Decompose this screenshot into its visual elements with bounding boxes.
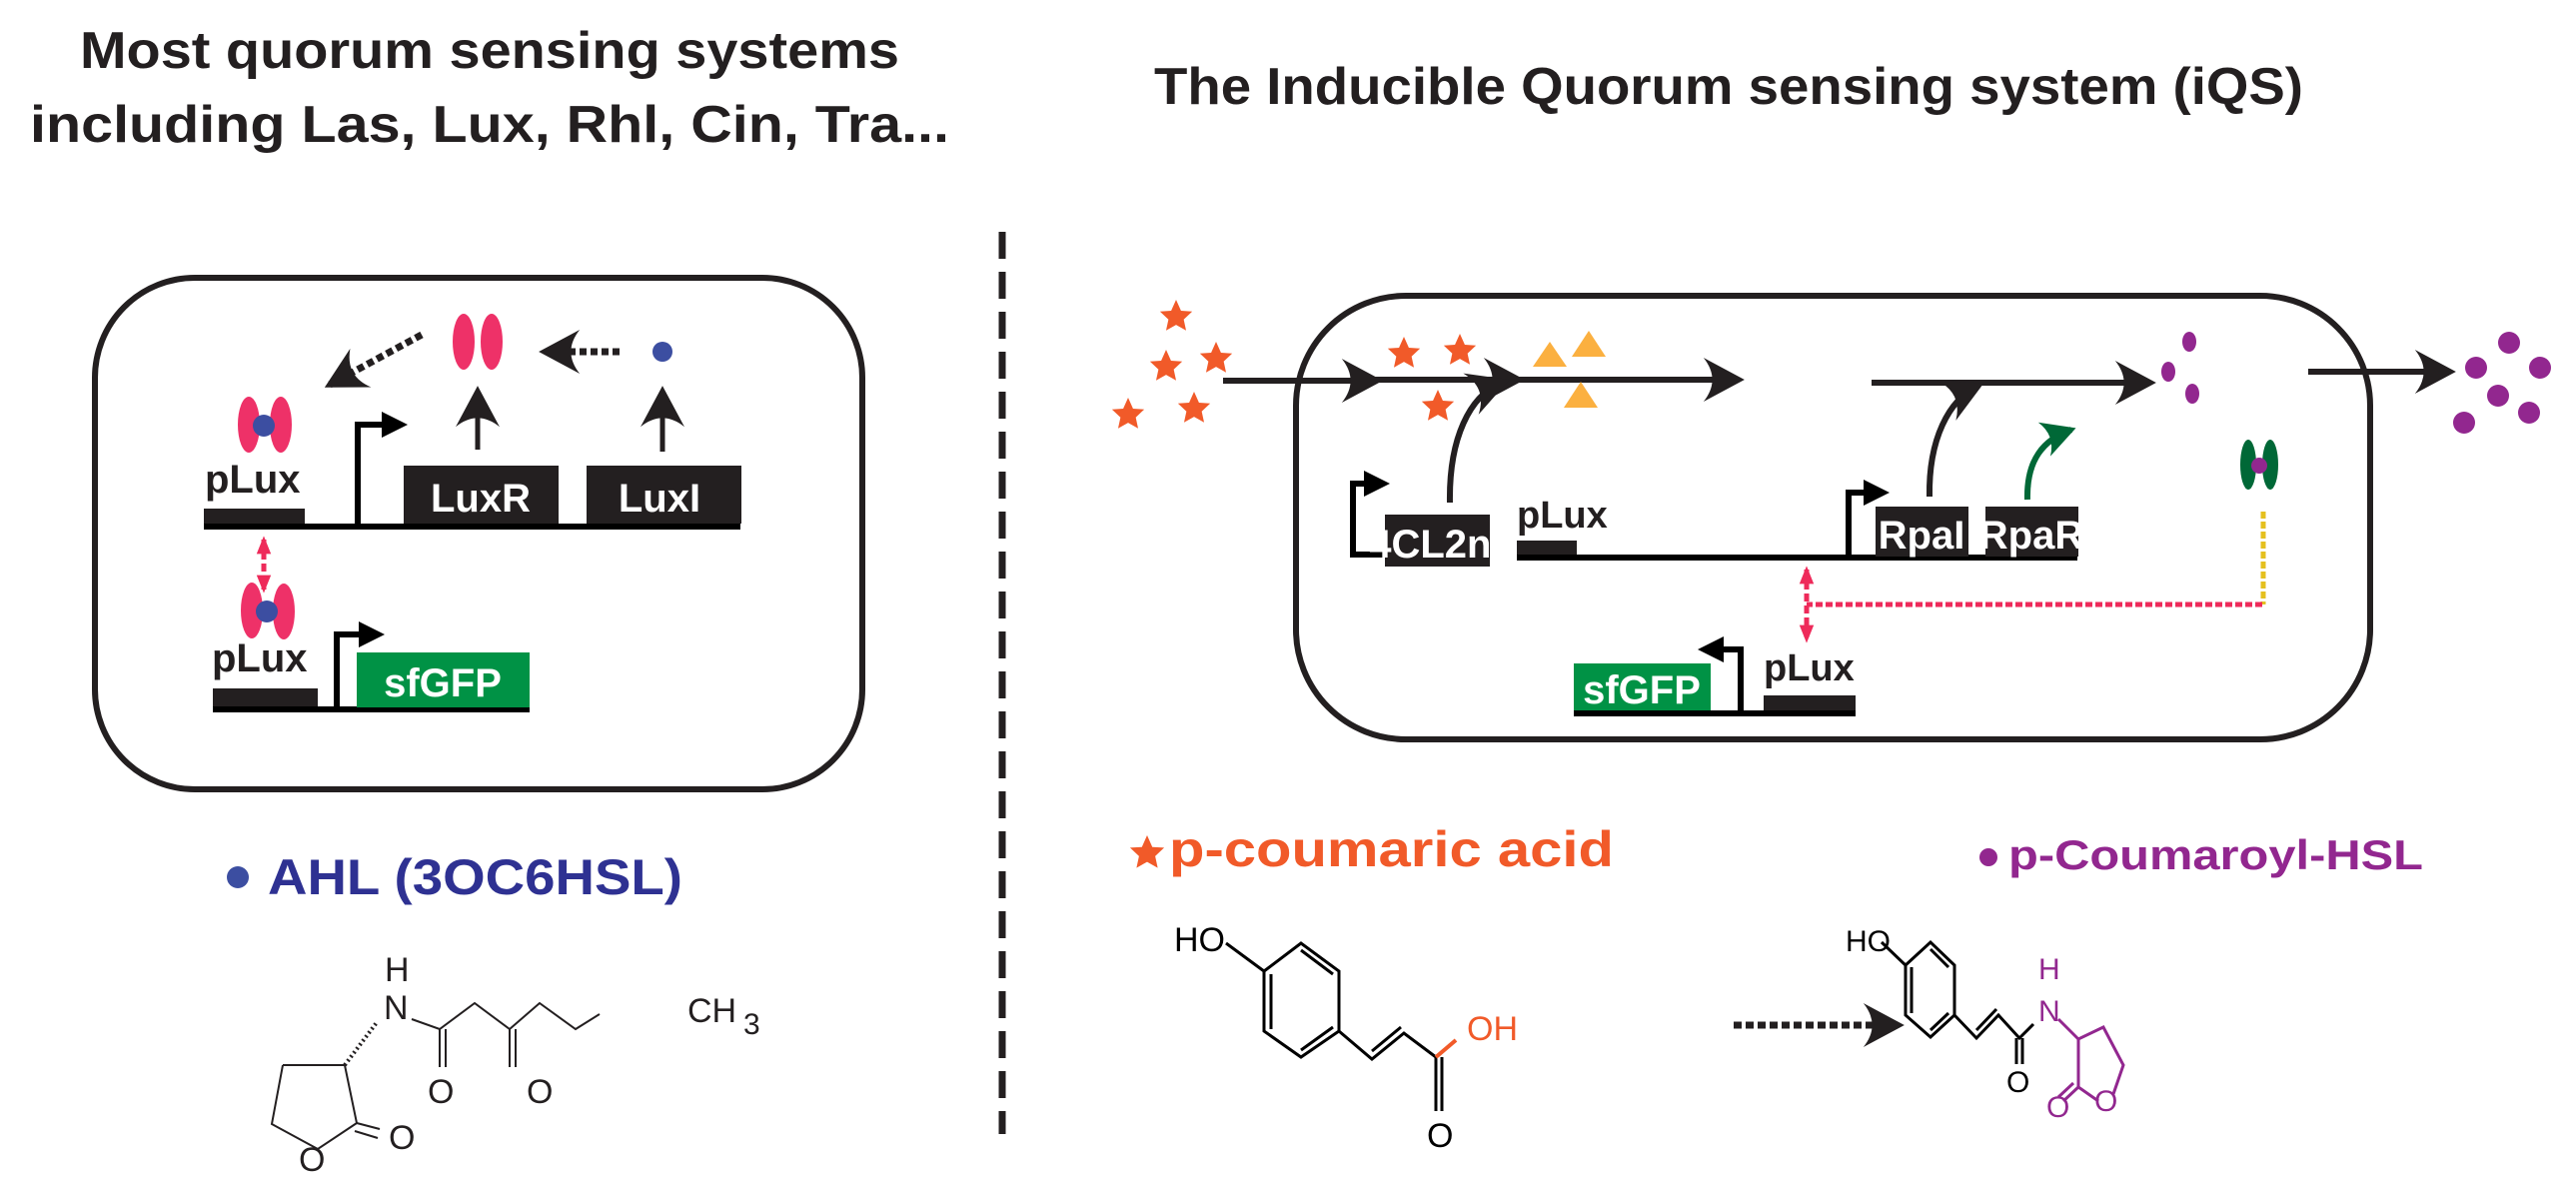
luxr-dimer-free	[453, 314, 503, 370]
plux-promoter-right-bottom	[1764, 695, 1856, 712]
coumaroyl-hsl-structure	[1880, 939, 2035, 1064]
left-cell-membrane	[92, 275, 865, 792]
svg-text:HO: HO	[1174, 921, 1225, 959]
plux-label-bottom: pLux	[212, 636, 308, 680]
right-cell-membrane	[1293, 293, 2373, 742]
left-title-line1: Most quorum sensing systems	[80, 22, 899, 80]
right-title: The Inducible Quorum sensing system (iQS…	[1154, 58, 2303, 116]
gene-4cl2nt	[1385, 515, 1490, 567]
ahl-legend-icon	[227, 866, 249, 888]
gene-rpar-label: RpaR	[1979, 514, 2084, 558]
gene-sfgfp-right	[1574, 663, 1711, 713]
coumaric-acid-structure	[1225, 941, 1458, 1111]
coumaric-legend-label: p-coumaric acid	[1169, 821, 1614, 877]
svg-text:O: O	[1427, 1117, 1453, 1155]
coumaroyl-hsl-atoms: HO H N O O O	[1846, 925, 2117, 1124]
svg-text:H: H	[2038, 953, 2060, 986]
coumaric-acid-atoms: HO OH O	[1174, 921, 1518, 1155]
4cl-catalysis-arrow	[1446, 373, 1510, 504]
coumaroyl-hsl-lactone	[2056, 1017, 2125, 1103]
coumaroyl-hsl-legend-icon	[1979, 848, 1997, 866]
luxr-ahl-complex-top	[238, 397, 292, 453]
gene-sfgfp-left	[357, 652, 530, 707]
rpar-complex	[2240, 440, 2278, 490]
plux-label-right-bottom: pLux	[1764, 647, 1855, 689]
gene-luxi-label: LuxI	[619, 477, 700, 521]
gene-rpar	[1985, 507, 2078, 557]
plux-promoter-bottom	[213, 688, 318, 708]
gene-sfgfp-right-label: sfGFP	[1583, 668, 1701, 712]
extracellular-coumaroyl-hsl	[2453, 332, 2551, 434]
complex-binding-arrow	[324, 331, 424, 389]
ahl-chemical-structure	[270, 1001, 601, 1151]
rpar-expression-arrow	[2023, 422, 2076, 501]
gene-rpai	[1876, 507, 1968, 557]
gene-luxr-label: LuxR	[431, 477, 531, 521]
plux-promoter-right-top	[1517, 541, 1577, 558]
gene-sfgfp-left-label: sfGFP	[384, 661, 502, 705]
intracellular-coumaroyl-hsl	[2161, 332, 2199, 404]
svg-text:N: N	[2038, 995, 2060, 1028]
left-panel: Most quorum sensing systems including La…	[30, 22, 949, 1179]
svg-text:HO: HO	[1846, 925, 1891, 958]
left-title-line2: including Las, Lux, Rhl, Cin, Tra...	[30, 96, 949, 154]
ahl-molecule	[652, 342, 672, 362]
svg-text:O: O	[2094, 1085, 2117, 1118]
svg-text:O: O	[389, 1119, 415, 1157]
extracellular-coumaric-acid	[1111, 300, 1233, 429]
coumaroyl-hsl-legend-label: p-Coumaroyl-HSL	[2008, 831, 2423, 878]
transcription-start-arrow-top	[355, 412, 408, 527]
right-panel: The Inducible Quorum sensing system (iQS…	[1111, 58, 2551, 1155]
svg-text:O: O	[527, 1073, 553, 1111]
svg-text:OH: OH	[1467, 1010, 1518, 1048]
svg-text:O: O	[2006, 1066, 2029, 1099]
svg-text:3: 3	[743, 1008, 760, 1041]
svg-text:CH: CH	[687, 992, 736, 1030]
rpai-catalysis-arrow	[1926, 380, 1984, 498]
transcription-start-arrow-bottom	[334, 621, 385, 709]
coumaric-legend-icon	[1129, 835, 1165, 868]
svg-text:O: O	[428, 1073, 454, 1111]
transcription-start-arrow-rpai	[1846, 480, 1890, 558]
ahl-legend-label: AHL (3OC6HSL)	[268, 849, 682, 905]
gene-luxi	[587, 466, 741, 524]
svg-text:H: H	[385, 951, 410, 989]
gene-4cl2nt-label: 4CL2nt	[1369, 523, 1505, 567]
ahl-structure-atoms: H N O O O O CH 3	[299, 951, 760, 1179]
coumaroyl-coa-intermediates	[1533, 331, 1606, 408]
transcription-start-arrow-sfgfp	[1698, 636, 1744, 711]
svg-text:O: O	[2046, 1091, 2069, 1124]
plux-label-right-top: pLux	[1517, 495, 1608, 537]
plux-label-top: pLux	[205, 458, 301, 502]
gene-luxr	[404, 466, 559, 524]
svg-text:O: O	[299, 1141, 325, 1179]
luxr-ahl-complex-bottom	[241, 583, 295, 639]
gene-rpai-label: RpaI	[1879, 514, 1965, 558]
svg-text:N: N	[384, 989, 409, 1027]
